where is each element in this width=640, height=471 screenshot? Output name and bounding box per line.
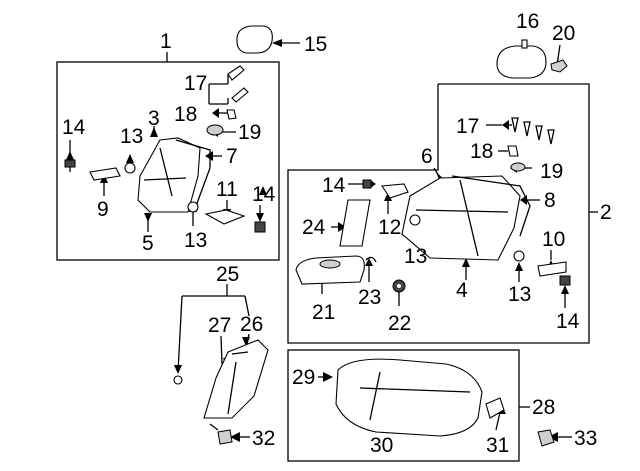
bolster-26-seam [227,351,249,415]
callout-17b: 17 [456,115,479,138]
cushion-30-part [335,358,483,437]
callout-10: 10 [542,228,565,251]
callout-13d: 13 [508,283,531,306]
callout-3: 3 [148,107,160,130]
callout-18b: 18 [470,140,493,163]
callout-15: 15 [304,33,327,56]
callout-26: 26 [240,313,263,336]
clip-20-part [550,59,568,73]
cover-19-left-part [206,124,224,136]
callout-29: 29 [292,366,315,389]
callout-14d: 14 [556,310,580,333]
callout-13b: 13 [184,229,207,252]
seatback-4-frame [451,175,531,237]
seatback-4-part [401,175,521,261]
callout-22: 22 [388,312,411,335]
callout-7: 7 [226,145,238,168]
panel-11-part [204,209,246,225]
callout-11: 11 [216,178,238,201]
clip-33-part [537,429,555,447]
callout-16: 16 [516,10,539,33]
callout-23: 23 [358,286,381,309]
bushing-13-b-part [187,201,199,213]
callout-14c: 14 [322,174,346,197]
callout-28: 28 [532,396,555,419]
callout-13a: 13 [120,125,143,148]
bolt-14-c-part [362,179,372,189]
bracket-10-part [537,261,567,277]
lock-18-right-part [507,145,519,157]
bolt-14-d-part [559,275,571,286]
callout-5: 5 [142,232,154,255]
callout-27: 27 [208,314,231,337]
bracket-9-part [89,167,121,181]
callout-18a: 18 [174,103,197,126]
callout-19a: 19 [238,121,261,144]
callout-14a: 14 [62,116,86,139]
callout-14b: 14 [252,183,276,206]
callout-4: 4 [456,279,468,302]
headrest-16-post [521,39,528,49]
callout-13c: 13 [404,245,427,268]
callout-17a: 17 [184,72,207,95]
callout-21: 21 [312,301,335,324]
bolster-26-part [203,339,269,419]
lock-18-left-part [226,109,237,120]
bushing-13-c-part [409,214,421,226]
callout-2: 2 [600,201,612,224]
clip-31-part [485,397,505,419]
callout-9: 9 [97,198,109,221]
callout-25: 25 [216,263,239,286]
callout-19b: 19 [540,160,563,183]
seatback-4-seam [415,179,509,257]
callout-8: 8 [544,189,556,212]
group-box-28 [287,349,520,462]
bushing-13-d-part [513,250,525,262]
seatback-5-part [137,137,201,213]
seatback-5-seam [143,147,187,197]
guide-17-left-part [227,65,249,103]
callout-31: 31 [486,434,509,457]
cover-19-right-part [510,162,526,172]
group-box-2 [287,83,590,344]
bolt-14-b-part [254,221,266,233]
callout-30: 30 [370,434,393,457]
clip-27-part [173,375,183,385]
armrest-21-part [295,255,365,285]
leader-lines [166,52,598,408]
bracket-12-part [381,183,409,199]
callout-32: 32 [252,427,275,450]
callout-20: 20 [552,22,575,45]
armrest-21-cup [319,259,341,269]
callout-1: 1 [160,30,172,53]
bushing-13-a-part [124,162,136,174]
cushion-30-seam [359,371,471,421]
bolt-14-left-part [64,159,76,172]
seatback-5-frame [175,139,211,207]
callout-33: 33 [574,427,597,450]
headrest-16-part [496,45,547,79]
arrow-shafts [69,42,572,438]
callout-labels: 1 2 3 4 5 6 7 8 9 10 11 12 13 13 13 13 1… [62,10,612,457]
pad-24-part [339,199,371,247]
clip-32-part [217,429,233,445]
callout-12: 12 [378,216,401,239]
headrest-15-part [236,25,273,54]
clip-23-part [365,256,377,263]
guides-17-right-part [511,117,555,145]
callout-24: 24 [302,216,326,239]
group-box-1 [56,61,280,261]
callout-6: 6 [421,145,433,168]
